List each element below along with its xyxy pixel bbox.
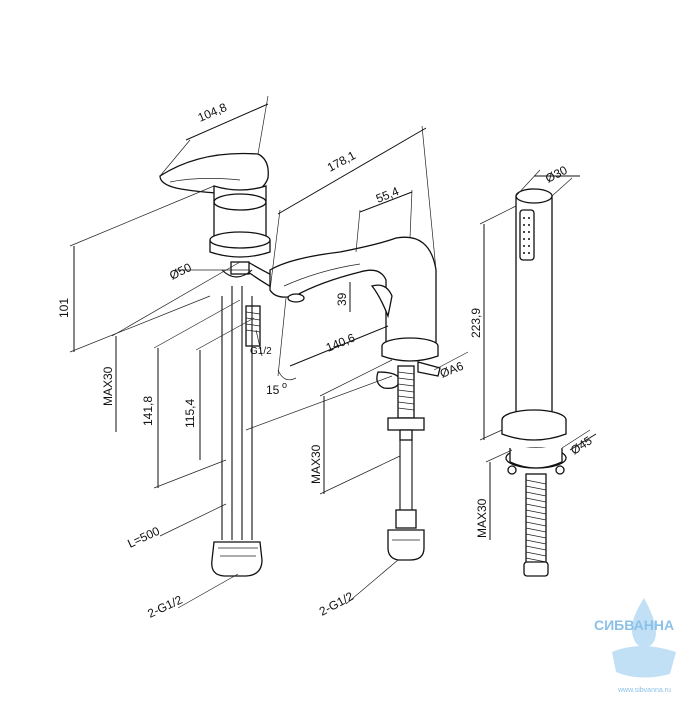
dimension-labels: 104,8 178,1 55,4 Ø30 39 101 Ø50 G1/2 140… (57, 100, 595, 621)
dim-max30-left: MAX30 (101, 366, 115, 406)
dim-thread-small: G1/2 (250, 346, 272, 357)
dim-spout-reach: 140,6 (324, 330, 357, 354)
dim-shower-length: 223,9 (469, 308, 483, 338)
dim-angle: 15 (266, 383, 280, 397)
sibvanna-watermark: СИБВАННА www.sibvanna.ru (594, 598, 676, 694)
dim-max30-middle: MAX30 (309, 444, 323, 484)
dim-shower-diameter: Ø30 (543, 163, 570, 186)
dim-spout-height: 39 (335, 292, 349, 306)
dim-base-diameter-left: Ø50 (167, 260, 194, 283)
dim-115: 115,4 (183, 399, 197, 428)
bathtub-logo (612, 646, 676, 678)
mixer-hoses (211, 269, 425, 577)
spout (269, 236, 441, 441)
hand-shower (501, 188, 567, 577)
dim-hole-diameter: ØA6 (438, 359, 466, 381)
dim-angle-degree: o (282, 380, 287, 390)
dim-total-height: 101 (57, 298, 71, 318)
dim-spout-top: 55,4 (374, 184, 401, 206)
dim-hose-length: L=500 (125, 524, 162, 551)
water-drop-logo (631, 598, 656, 648)
watermark-site: www.sibvanna.ru (617, 687, 671, 694)
mixer-body (159, 152, 301, 347)
dim-handle-width: 104,8 (196, 100, 229, 125)
dim-connection-right: 2-G1/2 (317, 589, 356, 619)
dim-connection-left: 2-G1/2 (145, 592, 184, 620)
watermark-brand: СИБВАННА (594, 617, 674, 633)
dimension-lines (69, 95, 597, 609)
dim-141: 141,8 (141, 396, 155, 426)
dim-max30-right: MAX30 (475, 498, 489, 538)
